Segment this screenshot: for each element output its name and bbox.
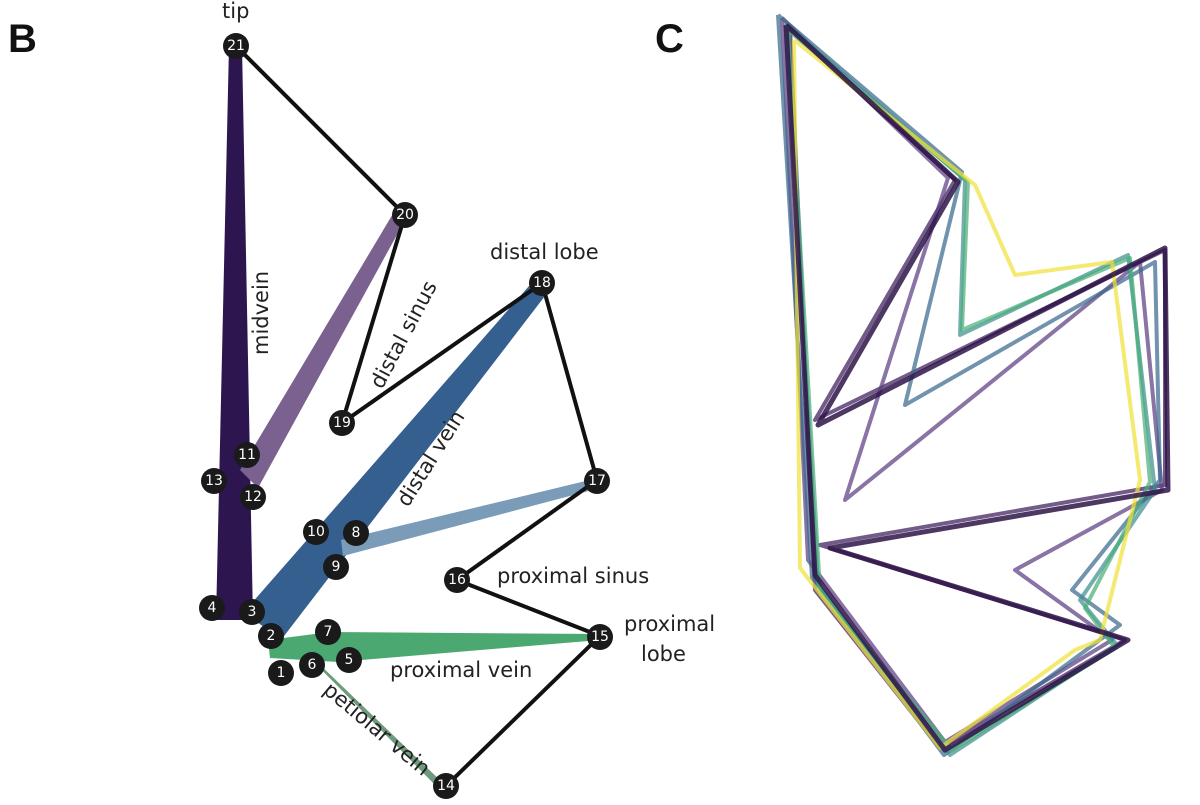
landmark-15: 15 xyxy=(587,624,613,650)
svg-text:15: 15 xyxy=(591,629,609,645)
distal-lobe-label: distal lobe xyxy=(490,240,599,264)
landmark-13: 13 xyxy=(201,468,227,494)
landmark-10: 10 xyxy=(303,519,329,545)
svg-text:8: 8 xyxy=(352,525,361,541)
overlay-outline-7 xyxy=(783,23,1171,753)
proximal-vein-label: proximal vein xyxy=(390,658,532,682)
landmark-4: 4 xyxy=(199,595,225,621)
landmark-18: 18 xyxy=(529,270,555,296)
svg-text:16: 16 xyxy=(448,572,466,588)
overlay-outline-6 xyxy=(792,38,1142,750)
distal-vein-upper-shape xyxy=(244,278,548,640)
landmark-19: 19 xyxy=(329,410,355,436)
svg-text:17: 17 xyxy=(588,473,606,489)
svg-text:1: 1 xyxy=(277,665,286,681)
landmark-14: 14 xyxy=(433,773,459,799)
proximal-sinus-label: proximal sinus xyxy=(497,564,649,588)
overlay-outline-2 xyxy=(780,16,1164,744)
proximal-lobe-label-line1: proximal xyxy=(624,612,715,636)
landmark-5: 5 xyxy=(336,647,362,673)
panel-c-letter: C xyxy=(655,17,684,61)
landmark-3: 3 xyxy=(239,599,265,625)
panel-c-overlay xyxy=(776,13,1171,757)
svg-text:5: 5 xyxy=(345,652,354,668)
tip-label: tip xyxy=(222,0,249,23)
svg-text:11: 11 xyxy=(238,447,256,463)
svg-text:19: 19 xyxy=(333,415,351,431)
petiolar-vein-label: petiolar vein xyxy=(319,677,435,780)
landmark-11: 11 xyxy=(234,442,260,468)
midvein-branch-shape xyxy=(240,212,404,488)
petiolar-vein-shape xyxy=(300,648,446,790)
landmark-2: 2 xyxy=(258,623,284,649)
svg-text:20: 20 xyxy=(396,207,414,223)
svg-text:2: 2 xyxy=(267,628,276,644)
midvein-label: midvein xyxy=(249,271,273,355)
landmark-points: 1 2 3 4 5 6 7 8 9 10 11 12 13 14 15 16 1… xyxy=(199,33,613,799)
svg-text:6: 6 xyxy=(308,657,317,673)
landmark-20: 20 xyxy=(392,202,418,228)
svg-text:10: 10 xyxy=(307,524,325,540)
svg-text:18: 18 xyxy=(533,275,551,291)
panel-b-letter: B xyxy=(8,17,37,61)
svg-text:9: 9 xyxy=(332,559,341,575)
proximal-lobe-label-line2: lobe xyxy=(641,642,686,666)
svg-text:14: 14 xyxy=(437,778,455,794)
landmark-21: 21 xyxy=(223,33,249,59)
svg-text:13: 13 xyxy=(205,473,223,489)
svg-text:12: 12 xyxy=(244,489,262,505)
landmark-9: 9 xyxy=(323,554,349,580)
svg-text:21: 21 xyxy=(227,38,245,54)
landmark-8: 8 xyxy=(343,520,369,546)
panel-b-diagram: 1 2 3 4 5 6 7 8 9 10 11 12 13 14 15 16 1… xyxy=(199,0,715,799)
landmark-1: 1 xyxy=(268,660,294,686)
landmark-16: 16 xyxy=(444,567,470,593)
landmark-12: 12 xyxy=(240,484,266,510)
svg-text:3: 3 xyxy=(248,604,257,620)
leaf-outline xyxy=(234,44,602,788)
svg-text:4: 4 xyxy=(208,600,217,616)
landmark-17: 17 xyxy=(584,468,610,494)
landmark-7: 7 xyxy=(315,619,341,645)
midvein-shape xyxy=(216,46,253,620)
svg-text:7: 7 xyxy=(324,624,333,640)
landmark-6: 6 xyxy=(299,652,325,678)
distal-vein-lower-shape xyxy=(341,478,600,556)
distal-sinus-label: distal sinus xyxy=(365,277,442,393)
